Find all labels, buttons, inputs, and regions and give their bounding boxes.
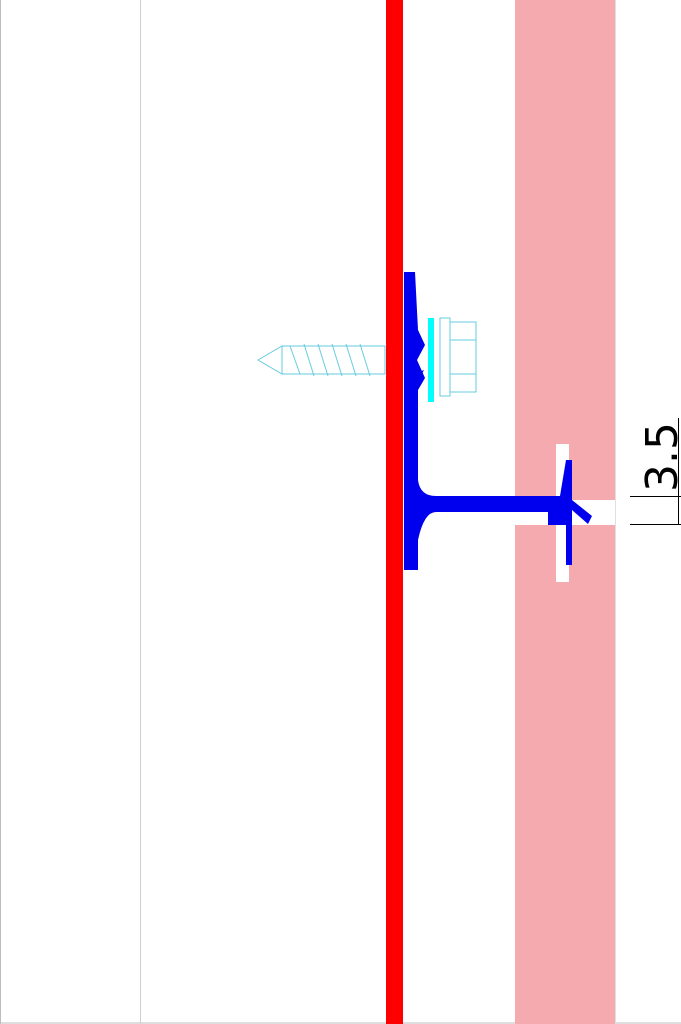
dimension-annotation: 3.5 bbox=[630, 418, 681, 525]
washer-icon bbox=[428, 318, 434, 402]
dimension-value: 3.5 bbox=[637, 422, 681, 492]
t-clip-icon bbox=[404, 272, 592, 570]
wall-membrane bbox=[386, 0, 403, 1024]
screw-icon bbox=[257, 317, 477, 397]
